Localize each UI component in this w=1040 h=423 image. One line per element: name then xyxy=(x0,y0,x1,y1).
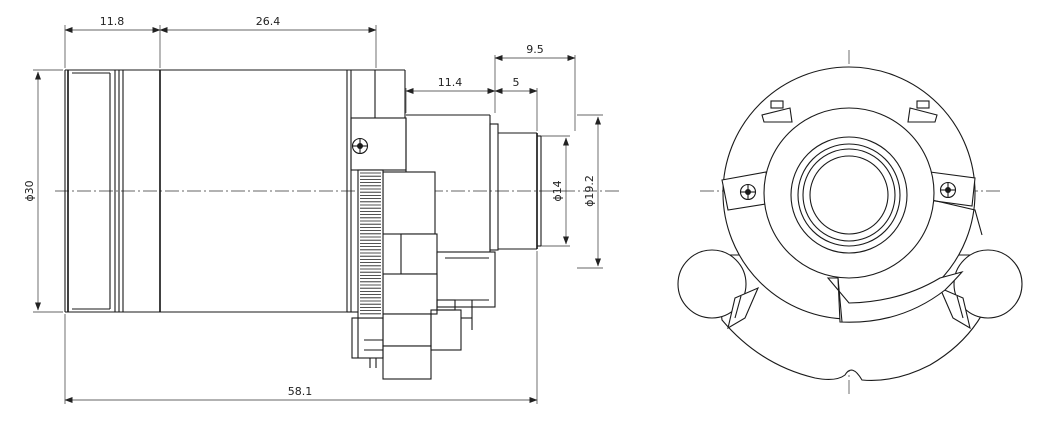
left-knob xyxy=(677,249,747,319)
dimension-lines xyxy=(33,25,603,404)
top-notch-left xyxy=(761,100,793,123)
lens-bezel-inner xyxy=(802,148,896,242)
dim-label-5: 5 xyxy=(513,76,520,89)
dim-label-phi-14: ϕ14 xyxy=(551,180,564,201)
left-knob-tab xyxy=(727,286,760,330)
right-clamp-edge xyxy=(931,199,983,236)
front-view xyxy=(677,50,1023,395)
screw-icon xyxy=(351,137,369,155)
front-ring xyxy=(64,69,161,313)
dim-label-58-1: 58.1 xyxy=(288,385,313,398)
dimension-labels: 11.8 26.4 9.5 11.4 5 ϕ30 ϕ14 ϕ19.2 58.1 xyxy=(23,15,596,398)
dim-label-phi-30: ϕ30 xyxy=(23,180,36,201)
dim-label-9-5: 9.5 xyxy=(526,43,544,56)
dim-label-11-8: 11.8 xyxy=(100,15,125,28)
focus-ring xyxy=(763,107,935,279)
lens-glass xyxy=(809,155,889,235)
dim-label-11-4: 11.4 xyxy=(438,76,463,89)
focus-ring-lower-step xyxy=(826,270,964,323)
left-screw-icon xyxy=(739,183,757,201)
right-knob xyxy=(953,249,1023,319)
top-notch-right xyxy=(907,100,938,123)
step-edge xyxy=(837,277,843,323)
dim-label-phi-19-2: ϕ19.2 xyxy=(583,175,596,207)
main-barrel xyxy=(160,69,375,313)
right-knob-tab xyxy=(938,286,971,330)
side-view xyxy=(55,69,620,380)
knurled-ring xyxy=(357,169,384,319)
inner-tube xyxy=(790,136,908,254)
lens-bezel-outer xyxy=(797,143,901,247)
dim-label-26-4: 26.4 xyxy=(256,15,281,28)
right-screw-icon xyxy=(939,181,957,199)
